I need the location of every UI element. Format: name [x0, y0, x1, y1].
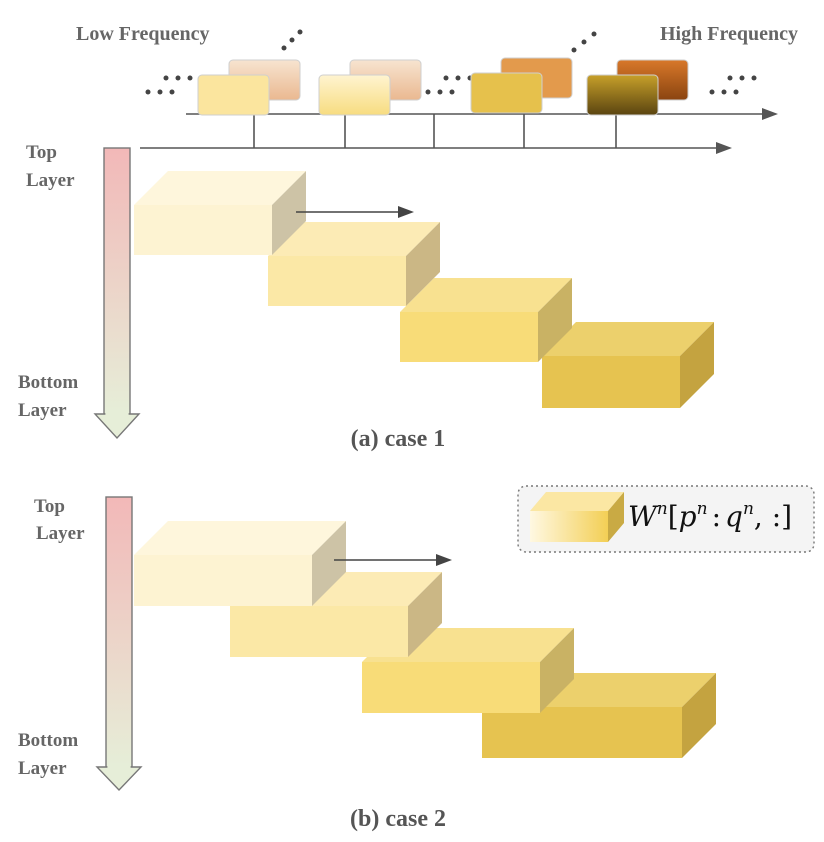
frequency-ticks [253, 114, 617, 148]
case1-block-3 [400, 278, 572, 362]
case1-top-label: Top [26, 142, 57, 163]
case2-bottom-label: Bottom [18, 730, 78, 751]
ellipsis-marks [145, 29, 757, 95]
case1-bottom-label: Bottom [18, 372, 78, 393]
case1-caption: (a) case 1 [351, 426, 446, 452]
freq-card-front-4 [586, 74, 659, 116]
case2-panel: Top Layer Bottom Layer [18, 485, 815, 832]
freq-card-front-3 [470, 72, 543, 114]
freq-card-front-1 [197, 74, 270, 116]
case1-bottom-label-line2: Layer [18, 400, 67, 421]
case2-layer-arrow [95, 496, 143, 792]
frequency-axis-lower-arrowhead [716, 142, 732, 154]
case2-bottom-label-line2: Layer [18, 758, 67, 779]
legend-formula: Wn[pn:qn, :] [628, 499, 792, 533]
frequency-axis-upper-arrowhead [762, 108, 778, 120]
legend-box: Wn[pn:qn, :] [517, 485, 815, 553]
freq-card-front-2 [318, 74, 391, 116]
low-frequency-label: Low Frequency [76, 23, 210, 45]
case1-layer-arrow [93, 147, 141, 440]
frequency-strip: Low Frequency High Frequency [76, 23, 798, 154]
case1-panel: Top Layer Bottom Layer [18, 142, 714, 452]
case1-block-2 [268, 222, 440, 306]
case1-top-label-line2: Layer [26, 170, 75, 191]
case1-block-1 [134, 171, 306, 255]
legend-block-swatch [530, 492, 624, 542]
case1-shift-arrowhead [398, 206, 414, 218]
case2-caption: (b) case 2 [350, 806, 446, 832]
case1-block-4 [542, 322, 714, 408]
case2-top-label: Top [34, 496, 65, 517]
case2-top-label-line2: Layer [36, 523, 85, 544]
case2-shift-arrowhead [436, 554, 452, 566]
high-frequency-label: High Frequency [660, 23, 798, 45]
case2-block-1 [134, 521, 346, 606]
